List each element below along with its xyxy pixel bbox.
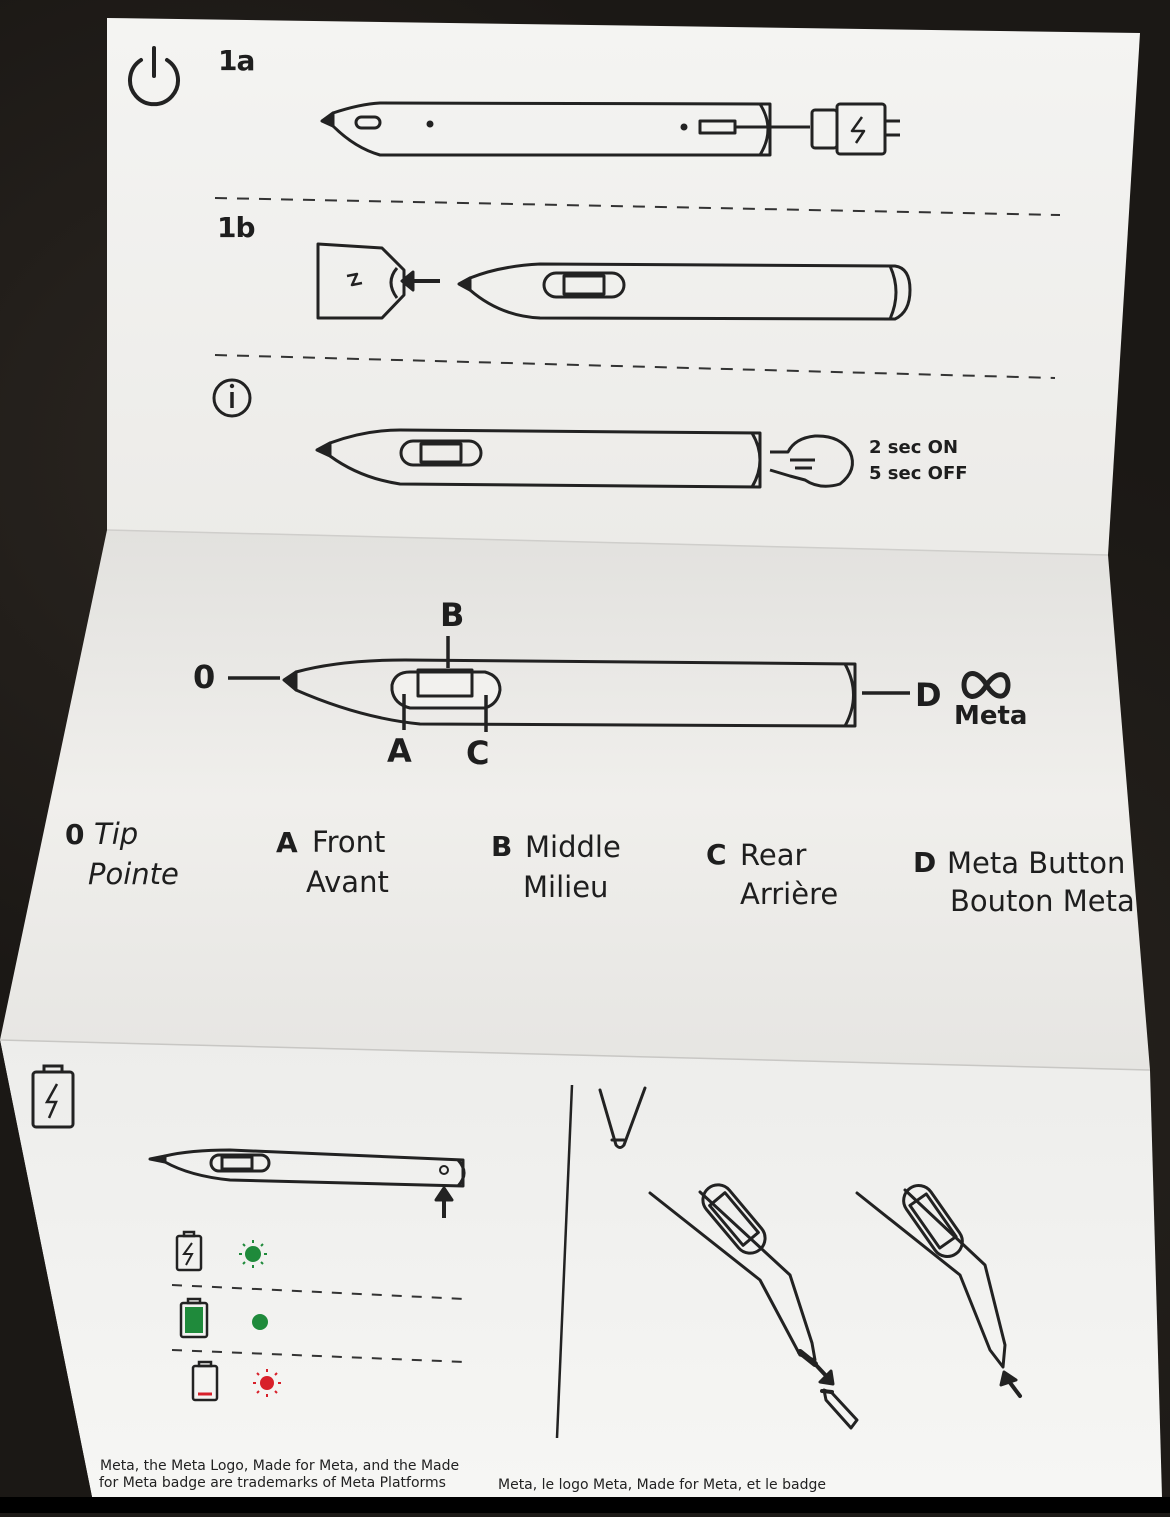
step-label-1b: 1b	[217, 211, 256, 244]
legend-key-d: D	[913, 846, 937, 879]
battery-low-icon	[191, 1360, 219, 1402]
timer-off-label: 5 sec OFF	[869, 463, 968, 484]
pen-illustration-1a	[320, 101, 900, 157]
dashed-divider	[171, 1349, 466, 1363]
led-green-blinking-icon	[239, 1240, 267, 1268]
info-icon	[212, 378, 252, 418]
legal-fr-line-1: Meta, le logo Meta, Made for Meta, et le…	[498, 1477, 826, 1493]
legend-key-c: C	[706, 838, 727, 871]
diagram-label-0: 0	[193, 658, 216, 696]
diagram-label-c: C	[466, 734, 490, 772]
legend-fr-a: Avant	[306, 865, 389, 899]
pen-led-illustration	[148, 1148, 466, 1218]
led-green-solid-icon	[252, 1314, 268, 1330]
legend-en-d: Meta Button	[947, 846, 1126, 880]
legal-en-line-1: Meta, the Meta Logo, Made for Meta, and …	[100, 1458, 460, 1474]
diagram-label-a: A	[387, 732, 412, 770]
paper-panel-middle	[0, 530, 1150, 1070]
legend-en-b: Middle	[525, 830, 621, 864]
legend-key-0: 0	[65, 818, 85, 851]
led-red-blinking-icon	[253, 1369, 281, 1397]
legend-en-a: Front	[312, 825, 386, 859]
diagram-label-d: D	[915, 676, 942, 714]
legend-key-b: B	[491, 830, 513, 863]
battery-charge-icon	[31, 1064, 75, 1129]
legend-key-a: A	[276, 826, 298, 859]
legend-fr-d: Bouton Meta	[950, 884, 1135, 918]
battery-charging-icon	[175, 1230, 203, 1272]
meta-infinity-logo	[961, 671, 1011, 699]
timer-on-label: 2 sec ON	[869, 437, 959, 458]
legend-fr-b: Milieu	[523, 870, 609, 904]
pen-illustration-info	[315, 428, 854, 489]
dashed-divider	[214, 354, 1056, 379]
step-label-1a: 1a	[218, 44, 255, 77]
legal-en-line-2: for Meta badge are trademarks of Meta Pl…	[99, 1475, 446, 1491]
meta-wordmark: Meta	[954, 701, 1028, 731]
legend-en-c: Rear	[740, 838, 807, 872]
dashed-divider	[214, 197, 1061, 216]
tip-replacement-illustration	[598, 1086, 1022, 1430]
dashed-divider	[171, 1284, 466, 1300]
bottom-edge-bar	[0, 1497, 1170, 1513]
power-icon	[128, 46, 180, 107]
legend-fr-c: Arrière	[740, 877, 839, 911]
legend-en-0: Tip	[94, 817, 139, 851]
vertical-divider	[555, 1084, 574, 1439]
pen-illustration-1b	[316, 242, 912, 321]
battery-full-icon	[179, 1297, 209, 1339]
legend-fr-0: Pointe	[88, 857, 179, 891]
pen-parts-diagram	[228, 636, 910, 732]
paper-panel-bottom	[0, 1040, 1162, 1497]
diagram-label-b: B	[440, 596, 465, 634]
